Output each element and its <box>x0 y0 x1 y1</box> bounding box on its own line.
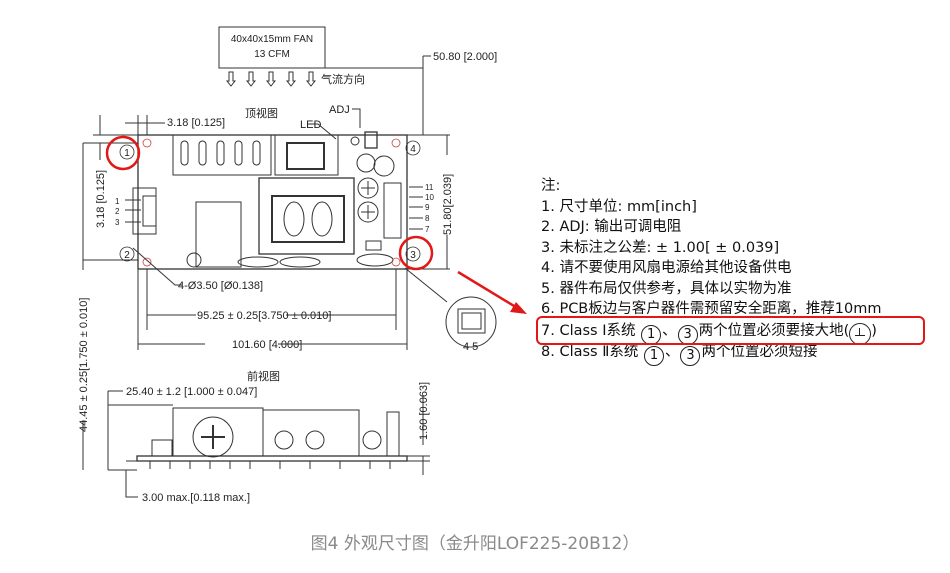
front-view-title: 前视图 <box>247 369 280 383</box>
circled-number: 1 <box>643 345 664 366</box>
notes-title: 注: <box>541 178 561 194</box>
front-view <box>107 390 430 498</box>
led-leader <box>309 123 337 140</box>
note-item: 3. 未标注之公差: ± 1.00[ ± 0.039] <box>541 239 780 256</box>
note-text: 、 <box>662 322 677 339</box>
note-text: 两个位置必须要接大地( <box>698 322 850 339</box>
top-view-board <box>137 134 408 270</box>
heatsink-slots <box>180 140 261 166</box>
top-view-title: 顶视图 <box>245 106 278 120</box>
connector-pins: 4 5 <box>463 341 478 353</box>
note-text: 、 <box>664 343 680 360</box>
pin-label: 11 <box>425 183 434 192</box>
note-item: 1. 尺寸单位: mm[inch] <box>541 198 697 215</box>
figure-caption: 图4 外观尺寸图（金升阳LOF225-20B12） <box>310 534 640 554</box>
dim-front-height: 25.40 ± 1.2 [1.000 ± 0.047] <box>126 386 257 398</box>
pin-label: 10 <box>425 193 434 202</box>
note-text: ) <box>871 322 877 339</box>
hole-label: 4 <box>410 144 416 155</box>
dim-hole-offset-x: 3.18 [0.125] <box>167 117 225 129</box>
holes-leader <box>132 247 182 286</box>
pin-label: 3 <box>115 218 120 227</box>
note-7-highlight <box>536 316 925 345</box>
highlight-hole-1 <box>105 135 141 171</box>
pin-label: 9 <box>425 203 430 212</box>
notes: 注: 1. 尺寸单位: mm[inch] 2. ADJ: 输出可调电阻 3. 未… <box>541 176 882 366</box>
highlight-hole-3 <box>398 235 434 271</box>
pin-label: 8 <box>425 214 430 223</box>
dim-pin-length: 3.00 max.[0.118 max.] <box>142 492 250 504</box>
dim-hole-offset-y: 3.18 [0.125] <box>95 170 107 228</box>
note-text: 8. Class Ⅱ系统 <box>541 343 639 360</box>
circled-number: 3 <box>680 345 701 366</box>
note-text: 7. Class Ⅰ系统 <box>541 322 636 339</box>
adj-leader <box>352 108 361 128</box>
airflow-arrows <box>225 71 317 87</box>
hole-label: 3 <box>410 250 416 261</box>
note-item: 2. ADJ: 输出可调电阻 <box>541 219 682 235</box>
hole-label: 1 <box>124 148 130 159</box>
pin-label: 1 <box>115 197 120 206</box>
note-item: 4. 请不要使用风扇电源给其他设备供电 <box>541 260 792 276</box>
led-label: LED <box>300 119 321 131</box>
hole-label: 2 <box>124 250 130 261</box>
connector-detail <box>445 296 497 348</box>
dim-overall-height: 44.45 ± 0.25[1.750 ± 0.010] <box>78 298 90 432</box>
adj-label: ADJ <box>329 104 350 116</box>
highlight-arrow <box>457 270 520 311</box>
fan-spec: 40x40x15mm FAN <box>231 34 313 45</box>
pin-label: 7 <box>425 225 430 234</box>
dim-fan-height: 50.80 [2.000] <box>433 51 497 63</box>
dim-line-fan-height <box>325 55 431 135</box>
airflow-label: 气流方向 <box>321 72 365 86</box>
holes-label: 4-Ø3.50 [Ø0.138] <box>178 280 263 292</box>
dim-board-height: 51.80[2.039] <box>442 174 454 235</box>
dim-hole-spacing: 95.25 ± 0.25[3.750 ± 0.010] <box>197 310 331 322</box>
fan-box <box>218 26 326 69</box>
fan-cfm: 13 CFM <box>254 49 290 60</box>
pin-label: 2 <box>115 207 120 216</box>
dim-pcb-thickness: 1.60 [0.063] <box>418 382 430 440</box>
note-item: 5. 器件布局仅供参考，具体以实物为准 <box>541 280 792 297</box>
note-text: 两个位置必须短接 <box>701 343 818 360</box>
note-item: 6. PCB板边与客户器件需预留安全距离，推荐10mm <box>541 301 882 317</box>
transformer <box>271 195 345 243</box>
dim-board-length: 101.60 [4.000] <box>232 339 302 351</box>
